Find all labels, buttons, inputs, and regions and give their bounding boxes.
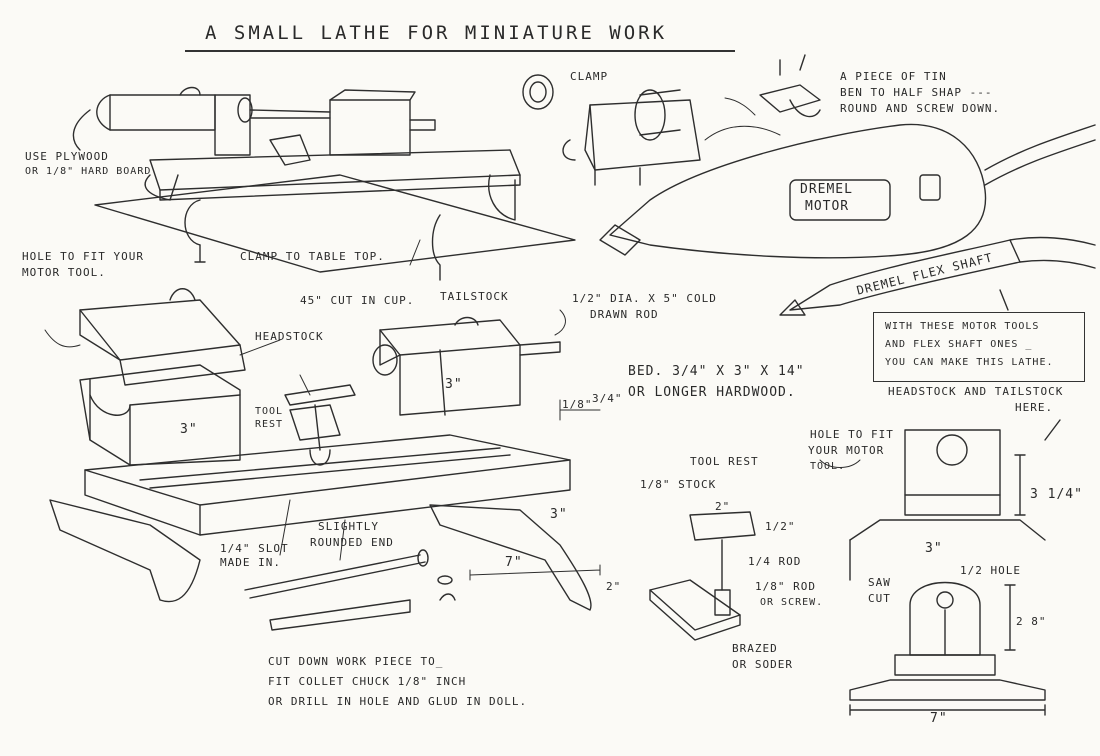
label-saw-cut-2: CUT <box>868 592 891 605</box>
title-underline <box>185 50 735 52</box>
label-rounded-1: SLIGHTLY <box>318 520 379 533</box>
label-rounded-2: ROUNDED END <box>310 536 394 549</box>
label-motor-note-1: WITH THESE MOTOR TOOLS <box>885 321 1040 332</box>
label-motor: MOTOR <box>805 199 850 214</box>
label-tailstock: TAILSTOCK <box>440 290 509 303</box>
exploded-tailstock-drawing <box>372 316 561 416</box>
label-quarter-rod: 1/4 ROD <box>748 555 802 568</box>
work-piece-rods-drawing <box>244 549 456 631</box>
label-motor-note-2: AND FLEX SHAFT ONES _ <box>885 339 1033 350</box>
label-tin-2: BEN TO HALF SHAP --- <box>840 86 993 99</box>
label-use-plywood-2: OR 1/8" HARD BOARD <box>25 166 152 177</box>
motor-note-box <box>873 312 1085 382</box>
leader-lines <box>44 97 861 581</box>
label-dim-3-head: 3" <box>180 422 198 437</box>
label-dim-half: 1/2" <box>765 520 796 533</box>
label-dremel: DREMEL <box>800 182 853 197</box>
label-head-tail-1: HEADSTOCK AND TAILSTOCK <box>888 385 1064 398</box>
headstock-clamp-drawing <box>522 74 701 186</box>
label-dim-3-side: 3" <box>925 541 943 556</box>
label-bed-2: OR LONGER HARDWOOD. <box>628 385 796 400</box>
label-saw-cut-1: SAW <box>868 576 891 589</box>
label-cut-down-2: FIT COLLET CHUCK 1/8" INCH <box>268 675 467 688</box>
bed-feet-drawing <box>49 499 592 611</box>
label-rod-2: DRAWN ROD <box>590 308 659 321</box>
lathe-bed-drawing <box>84 384 571 536</box>
label-tin-1: A PIECE OF TIN <box>840 70 947 83</box>
tin-piece-drawing <box>759 54 821 118</box>
label-tool-rest-small-2: REST <box>255 419 284 430</box>
label-half-hole: 1/2 HOLE <box>960 564 1021 577</box>
label-dim-2-base: 2" <box>606 580 622 593</box>
label-dim-3-tail: 3" <box>445 377 463 392</box>
label-tool-rest-small-1: TOOL <box>255 406 284 417</box>
label-eighth-rod-2: OR SCREW. <box>760 597 824 608</box>
label-cut-down-3: OR DRILL IN HOLE AND GLUD IN DOLL. <box>268 695 528 708</box>
label-tin-3: ROUND AND SCREW DOWN. <box>840 102 1001 115</box>
label-dim-eighth: 1/8" <box>562 398 593 411</box>
assembled-lathe-drawing <box>72 86 576 273</box>
label-dim-three-quarter: 3/4" <box>592 392 623 405</box>
label-dim-2: 2" <box>715 500 731 513</box>
label-head-tail-2: HERE. <box>1015 401 1054 414</box>
label-hole-fit-2: YOUR MOTOR <box>808 444 885 457</box>
label-eighth-rod-1: 1/8" ROD <box>755 580 816 593</box>
tool-rest-detail-drawing <box>649 511 756 641</box>
label-cut-down-1: CUT DOWN WORK PIECE TO_ <box>268 655 444 668</box>
label-headstock: HEADSTOCK <box>255 330 324 343</box>
label-clamp: CLAMP <box>570 70 609 83</box>
label-dim-3-1-4: 3 1/4" <box>1030 487 1083 502</box>
label-dim-7-base: 7" <box>505 555 523 570</box>
label-dim-7-side: 7" <box>930 711 948 726</box>
label-hole-fit-1: HOLE TO FIT <box>810 428 894 441</box>
flex-shaft-drawing <box>779 236 1096 316</box>
label-tool-rest-title: TOOL REST <box>690 455 759 468</box>
note-arrow <box>999 289 1009 311</box>
label-rod-1: 1/2" DIA. X 5" COLD <box>572 292 717 305</box>
label-bed-1: BED. 3/4" X 3" X 14" <box>628 364 805 379</box>
label-motor-note-3: YOU CAN MAKE THIS LATHE. <box>885 357 1054 368</box>
label-brazed-1: BRAZED <box>732 642 778 655</box>
diagram-title: A SMALL LATHE FOR MINIATURE WORK <box>205 22 668 44</box>
label-stock: 1/8" STOCK <box>640 478 717 491</box>
label-cut-cup: 45" CUT IN CUP. <box>300 294 415 307</box>
label-brazed-2: OR SODER <box>732 658 793 671</box>
label-hole-motor-1: HOLE TO FIT YOUR <box>22 250 144 263</box>
label-slot-2: MADE IN. <box>220 556 281 569</box>
label-use-plywood: USE PLYWOOD <box>25 150 109 163</box>
label-hole-motor-2: MOTOR TOOL. <box>22 266 106 279</box>
c-clamp-drawing <box>184 199 441 281</box>
end-view-drawing <box>849 419 1061 716</box>
dremel-motor-drawing <box>599 123 1096 259</box>
exploded-headstock-drawing <box>79 288 246 466</box>
label-dim-3-base: 3" <box>550 507 568 522</box>
label-clamp-table: CLAMP TO TABLE TOP. <box>240 250 385 263</box>
label-dim-2-8: 2 8" <box>1016 615 1047 628</box>
label-slot-1: 1/4" SLOT <box>220 542 289 555</box>
label-hole-fit-3: TOOL. <box>810 461 846 472</box>
